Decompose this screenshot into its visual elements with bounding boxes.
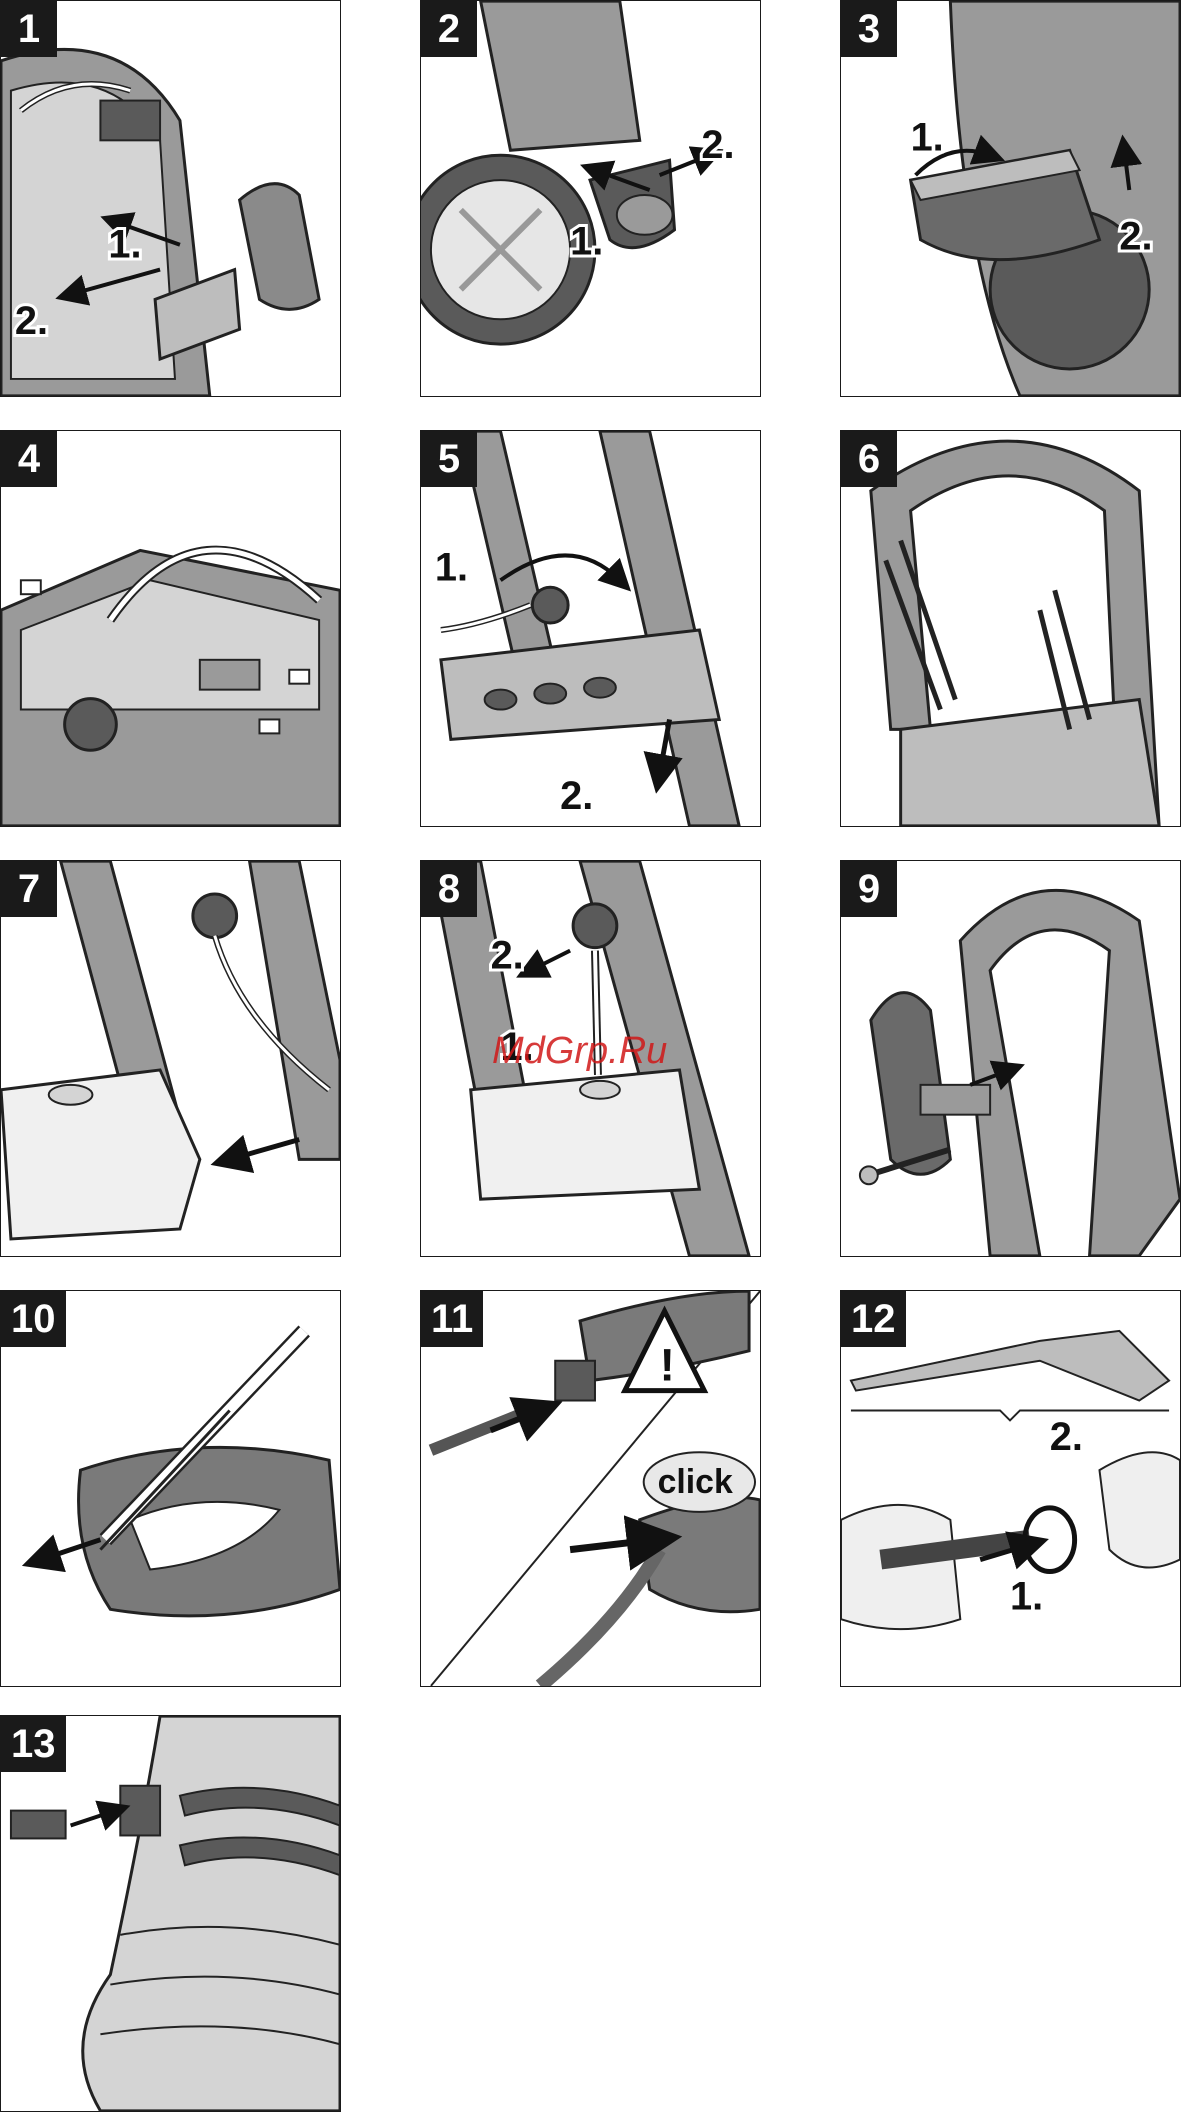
step-label: 2. [1119, 215, 1152, 259]
step-panel-10: 10 [0, 1290, 341, 1687]
step-number: 4 [1, 431, 57, 487]
step-label: 2. [1050, 1415, 1083, 1459]
step-panel-1: 1 1. 2. [0, 0, 341, 397]
step-label: 1. [435, 545, 468, 589]
step-number: 2 [421, 1, 477, 57]
step-label: click [658, 1463, 733, 1501]
step-number: 5 [421, 431, 477, 487]
step-number: 13 [1, 1716, 66, 1772]
step-label: 2. [701, 123, 734, 167]
step-illustration [841, 861, 1180, 1256]
step-panel-4: 4 [0, 430, 341, 827]
step-illustration [1, 861, 340, 1256]
step-illustration: 2. 1. [841, 1291, 1180, 1686]
step-label: 2. [560, 774, 593, 818]
warning-icon: ! [660, 1340, 675, 1391]
step-panel-12: 12 2. 1. [840, 1290, 1181, 1687]
step-illustration [1, 1291, 340, 1686]
step-illustration [1, 431, 340, 826]
step-label: 1. [108, 223, 141, 267]
step-number: 3 [841, 1, 897, 57]
step-number: 7 [1, 861, 57, 917]
step-illustration: 1. 2. [421, 431, 760, 826]
step-panel-3: 3 1. 2. [840, 0, 1181, 397]
step-number: 1 [1, 1, 57, 57]
step-panel-13: 13 [0, 1715, 341, 2112]
step-panel-5: 5 1. 2. [420, 430, 761, 827]
step-label: 1. [570, 220, 603, 264]
watermark: MdGrp.Ru [492, 1030, 667, 1073]
step-illustration [841, 431, 1180, 826]
step-illustration: 1. 2. [1, 1, 340, 396]
step-label: 1. [911, 115, 944, 159]
step-panel-9: 9 [840, 860, 1181, 1257]
step-number: 8 [421, 861, 477, 917]
step-number: 11 [421, 1291, 483, 1347]
step-panel-2: 2 1. 2. [420, 0, 761, 397]
step-illustration [1, 1716, 340, 2111]
step-number: 9 [841, 861, 897, 917]
step-number: 12 [841, 1291, 906, 1347]
step-illustration: 1. 2. [841, 1, 1180, 396]
step-label: 2. [15, 299, 48, 343]
step-panel-6: 6 [840, 430, 1181, 827]
step-panel-11: 11 ! click [420, 1290, 761, 1687]
step-number: 6 [841, 431, 897, 487]
step-number: 10 [1, 1291, 66, 1347]
step-panel-7: 7 [0, 860, 341, 1257]
step-illustration: 1. 2. [421, 1, 760, 396]
step-label: 2. [491, 934, 524, 978]
step-illustration: ! click [421, 1291, 760, 1686]
step-label: 1. [1010, 1574, 1043, 1618]
